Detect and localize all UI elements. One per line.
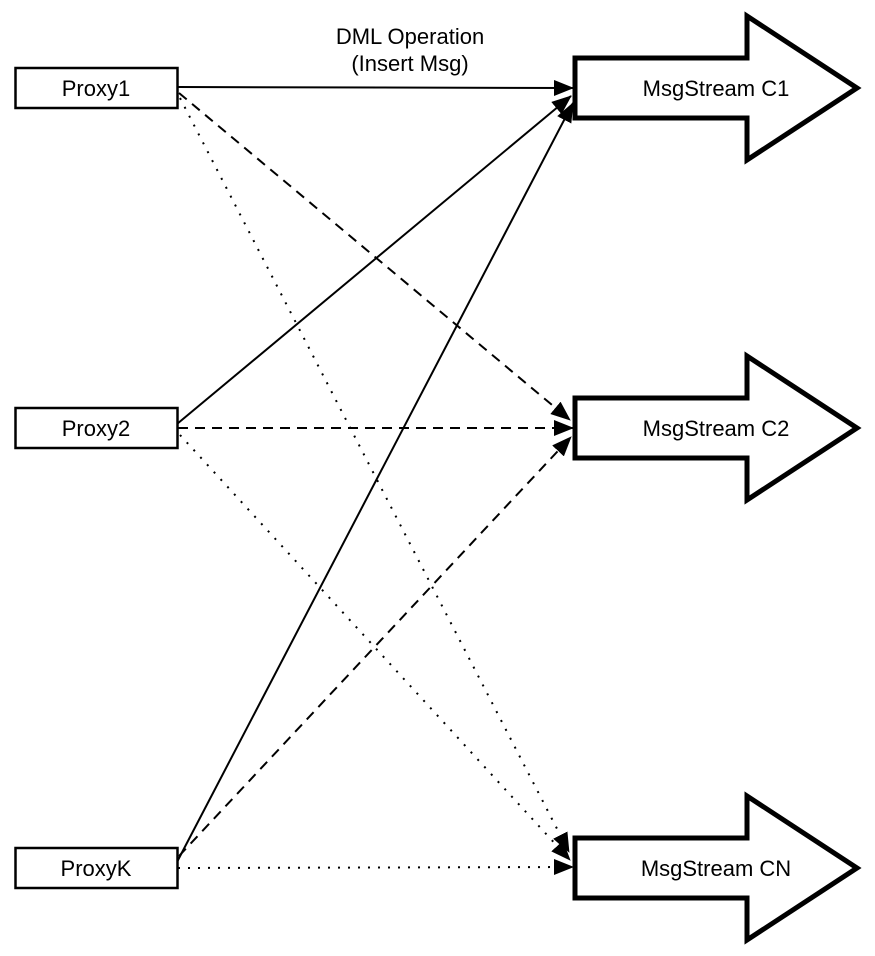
connection-proxyk-to-msgstream-cn xyxy=(177,859,574,876)
annotation-line1: DML Operation xyxy=(336,24,484,49)
msgstream-cn-label: MsgStream CN xyxy=(641,856,791,881)
proxy1-box xyxy=(14,66,179,110)
node-msgstream-cn: MsgStream CN xyxy=(572,791,862,945)
msgstream-c1-label: MsgStream C1 xyxy=(643,76,790,101)
node-msgstream-c1: MsgStream C1 xyxy=(572,11,862,165)
connection-proxyk-to-msgstream-c1 xyxy=(176,102,574,863)
proxy2-label: Proxy2 xyxy=(62,416,130,441)
connection-proxyk-to-msgstream-c2 xyxy=(178,436,572,857)
node-proxy2: Proxy2 xyxy=(14,406,179,450)
proxy2-box xyxy=(14,406,179,450)
proxyk-label: ProxyK xyxy=(61,856,132,881)
connections xyxy=(176,79,574,876)
annotation-line2: (Insert Msg) xyxy=(351,51,468,76)
node-proxy1: Proxy1 xyxy=(14,66,179,110)
proxy1-label: Proxy1 xyxy=(62,76,130,101)
annotation-dml-operation: DML Operation (Insert Msg) xyxy=(336,24,484,76)
node-msgstream-c2: MsgStream C2 xyxy=(572,351,862,505)
connection-proxy1-to-msgstream-c2 xyxy=(178,92,571,421)
proxyk-box xyxy=(14,846,179,890)
connection-proxy2-to-msgstream-c1 xyxy=(176,95,572,425)
connection-proxy1-to-msgstream-cn xyxy=(179,97,570,853)
msgstream-c2-arrow-shape xyxy=(572,351,862,505)
connection-proxy1-to-msgstream-c1 xyxy=(177,79,574,96)
connection-proxy2-to-msgstream-cn xyxy=(179,434,571,861)
msgstream-c1-arrow-shape xyxy=(572,11,862,165)
node-proxyk: ProxyK xyxy=(14,846,179,890)
msgstream-c2-label: MsgStream C2 xyxy=(643,416,790,441)
msgstream-cn-arrow-shape xyxy=(572,791,862,945)
